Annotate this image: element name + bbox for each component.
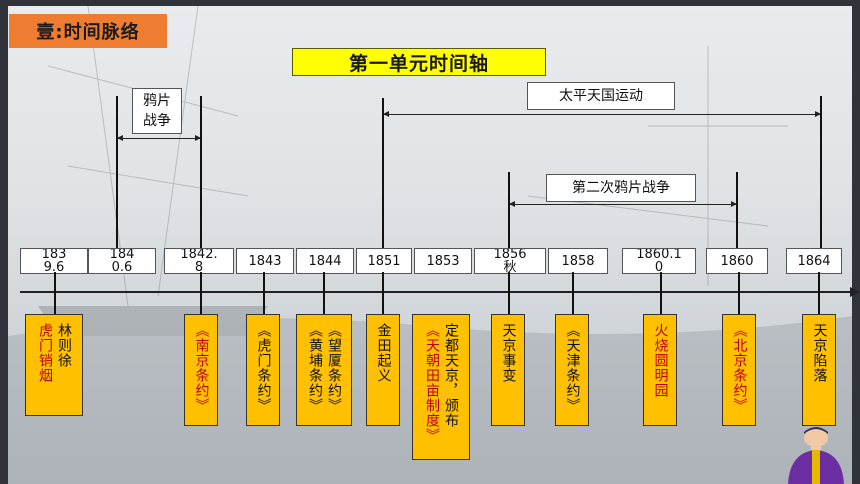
timeline-axis [20, 287, 860, 297]
opium-war-label: 鸦片战争 [132, 88, 182, 134]
date-text: 1856秋 [493, 248, 527, 274]
event-text: 天京事变 [500, 323, 517, 383]
event-text: 定都天京，颁布 [443, 323, 459, 428]
event-tianjin-treaty: 《天津条约》 [555, 314, 589, 426]
event-tianjing-fall: 天京陷落 [802, 314, 836, 426]
connector [572, 272, 574, 314]
marker-1856 [508, 172, 510, 248]
person-illustration [788, 427, 844, 484]
connector [323, 272, 325, 314]
date-1851: 1851 [356, 248, 412, 274]
event-text: 天京陷落 [811, 323, 828, 383]
page-title: 第一单元时间轴 [292, 48, 546, 76]
event-text-red: 《天朝田亩制度》 [424, 323, 440, 443]
event-text: 《虎门条约》 [255, 323, 272, 413]
marker-1840 [116, 96, 118, 248]
date-text: 1839.6 [41, 248, 67, 274]
date-1853: 1853 [414, 248, 472, 274]
event-text-red: 虎门销烟 [37, 323, 53, 383]
date-text: 1844 [308, 253, 342, 269]
connector [382, 272, 384, 314]
date-1858: 1858 [548, 248, 608, 274]
frame-top [0, 0, 860, 6]
date-text: 1851 [367, 253, 401, 269]
frame-right [852, 0, 860, 484]
marker-1851 [382, 98, 384, 248]
date-1864: 1864 [786, 248, 842, 274]
date-1840: 1840.6 [88, 248, 156, 274]
connector [738, 272, 740, 314]
frame-left [0, 0, 8, 484]
date-1844: 1844 [296, 248, 354, 274]
connector [508, 272, 510, 314]
taiping-label: 太平天国运动 [527, 82, 675, 110]
date-1860-10: 1860.10 [622, 248, 696, 274]
event-nanjing-treaty: 《南京条约》 [184, 314, 218, 426]
taiping-span [383, 111, 821, 117]
event-text-red: 火烧圆明园 [652, 323, 669, 398]
connector [660, 272, 662, 314]
event-jintian: 金田起义 [366, 314, 400, 426]
date-text: 1853 [426, 253, 460, 269]
event-text: 《望厦条约》 [326, 323, 342, 413]
date-text: 1860.10 [636, 248, 682, 274]
event-text: 《天津条约》 [564, 323, 581, 413]
connector [818, 272, 820, 314]
marker-1860 [736, 172, 738, 248]
date-text: 1858 [561, 253, 595, 269]
marker-1842 [200, 96, 202, 248]
event-yuanmingyuan: 火烧圆明园 [643, 314, 677, 426]
event-humen-opium: 林则徐 虎门销烟 [25, 314, 83, 416]
second-opium-war-label-text: 第二次鸦片战争 [572, 180, 670, 196]
event-tianjing-incident: 天京事变 [491, 314, 525, 426]
taiping-label-text: 太平天国运动 [559, 88, 643, 104]
event-beijing-treaty: 《北京条约》 [722, 314, 756, 426]
marker-1864 [820, 96, 822, 248]
event-tianjing-capital: 定都天京，颁布 《天朝田亩制度》 [412, 314, 470, 460]
event-text: 《北京条约》 [731, 323, 748, 413]
connector [200, 272, 202, 314]
event-humen-treaty: 《虎门条约》 [246, 314, 280, 426]
connector [54, 272, 56, 314]
date-text: 1860 [720, 253, 754, 269]
opium-war-span [117, 135, 201, 141]
date-1843: 1843 [236, 248, 294, 274]
event-text: 林则徐 [56, 323, 72, 368]
event-text: 《黄埔条约》 [307, 323, 323, 413]
event-text: 《南京条约》 [193, 323, 210, 413]
date-text: 1843 [248, 253, 282, 269]
date-1839: 1839.6 [20, 248, 88, 274]
section-tag: 壹:时间脉络 [9, 14, 167, 48]
event-wangxia-huangpu: 《望厦条约》 《黄埔条约》 [296, 314, 352, 426]
date-1856: 1856秋 [474, 248, 546, 274]
date-1842: 1842.8 [164, 248, 234, 274]
event-text: 金田起义 [375, 323, 392, 383]
second-opium-war-span [509, 201, 737, 207]
date-text: 1840.6 [109, 248, 135, 274]
opium-war-label-text: 鸦片战争 [143, 93, 171, 129]
connector [263, 272, 265, 314]
date-1860: 1860 [706, 248, 768, 274]
date-text: 1842.8 [180, 248, 218, 274]
second-opium-war-label: 第二次鸦片战争 [546, 174, 696, 202]
date-text: 1864 [797, 253, 831, 269]
